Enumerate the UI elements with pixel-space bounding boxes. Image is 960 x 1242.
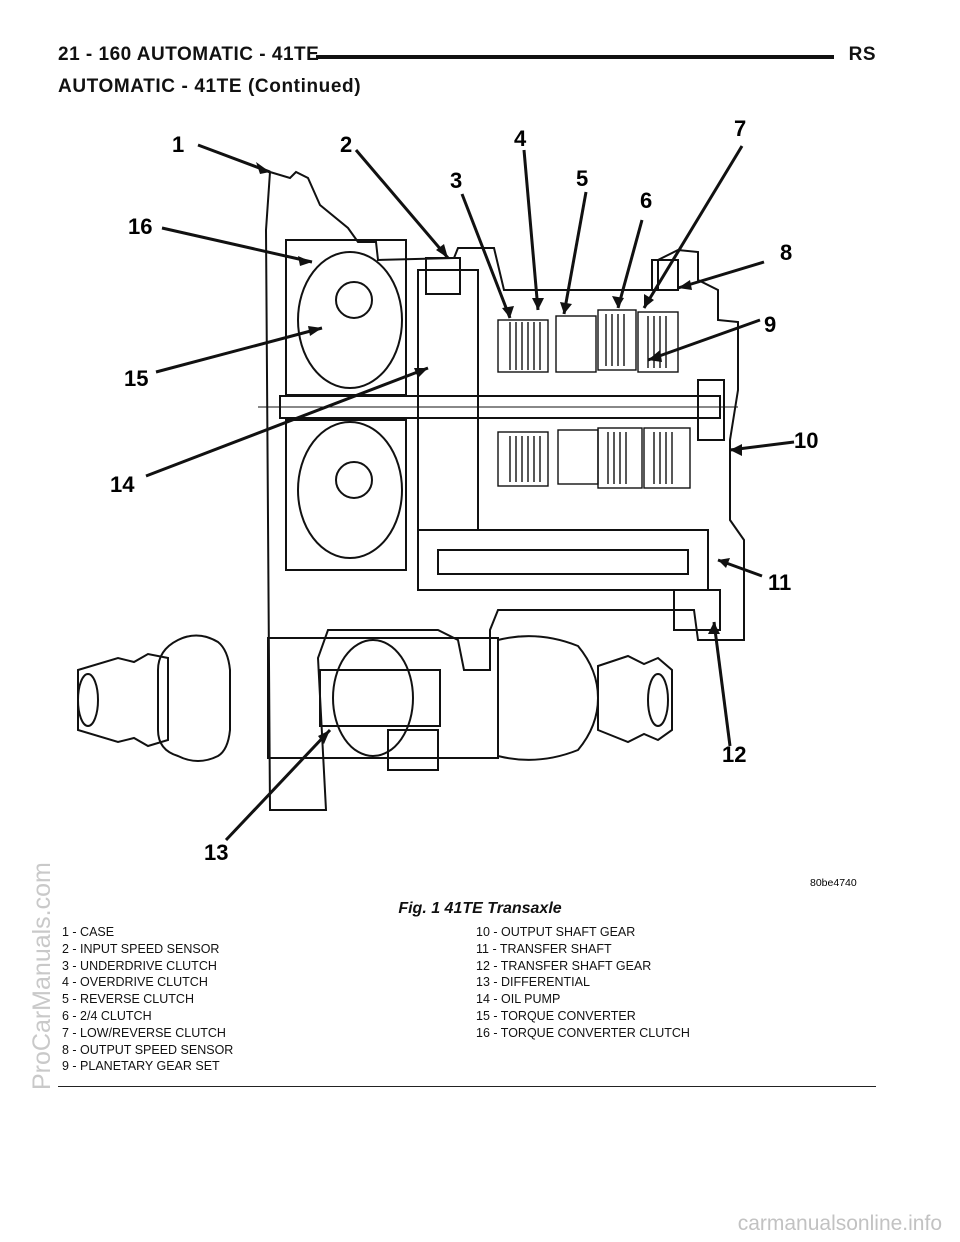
legend-item: 15 - TORQUE CONVERTER bbox=[476, 1008, 636, 1023]
callout-14: 14 bbox=[110, 472, 135, 497]
page-number-section: 21 - 160 AUTOMATIC - 41TE bbox=[58, 44, 320, 65]
callout-16: 16 bbox=[128, 214, 152, 239]
callout-2: 2 bbox=[340, 132, 352, 157]
callout-4: 4 bbox=[514, 126, 527, 151]
callout-15: 15 bbox=[124, 366, 148, 391]
legend-column-left: 1 - CASE 2 - INPUT SPEED SENSOR 3 - UNDE… bbox=[62, 924, 233, 1075]
footer-site-watermark: carmanualsonline.info bbox=[737, 1212, 942, 1235]
callout-7: 7 bbox=[734, 116, 746, 141]
callout-13: 13 bbox=[204, 840, 228, 865]
watermark: ProCarManuals.com bbox=[28, 862, 56, 1090]
legend-item: 7 - LOW/REVERSE CLUTCH bbox=[62, 1025, 226, 1040]
legend-item: 12 - TRANSFER SHAFT GEAR bbox=[476, 958, 652, 973]
model-code: RS bbox=[848, 44, 876, 65]
callout-9: 9 bbox=[764, 312, 776, 337]
callout-1: 1 bbox=[172, 132, 184, 157]
legend-item: 2 - INPUT SPEED SENSOR bbox=[62, 941, 220, 956]
callout-11: 11 bbox=[768, 570, 791, 595]
legend-item: 13 - DIFFERENTIAL bbox=[476, 975, 590, 990]
header-rule bbox=[316, 55, 834, 59]
callout-10: 10 bbox=[794, 428, 818, 453]
legend-item: 14 - OIL PUMP bbox=[476, 992, 561, 1007]
legend-column-right: 10 - OUTPUT SHAFT GEAR 11 - TRANSFER SHA… bbox=[476, 924, 690, 1042]
legend-item: 3 - UNDERDRIVE CLUTCH bbox=[62, 958, 217, 973]
legend-item: 11 - TRANSFER SHAFT bbox=[476, 941, 612, 956]
bottom-rule bbox=[58, 1086, 876, 1087]
callout-3: 3 bbox=[450, 168, 462, 193]
transaxle-cutaway-drawing: 1 2 3 4 5 6 7 8 9 10 11 12 13 14 15 16 8… bbox=[77, 116, 857, 889]
legend-item: 6 - 2/4 CLUTCH bbox=[62, 1008, 152, 1023]
legend-item: 9 - PLANETARY GEAR SET bbox=[62, 1059, 220, 1074]
legend-item: 4 - OVERDRIVE CLUTCH bbox=[62, 975, 208, 990]
callout-8: 8 bbox=[780, 240, 792, 265]
figure-id: 80be4740 bbox=[810, 877, 857, 889]
legend-item: 16 - TORQUE CONVERTER CLUTCH bbox=[476, 1025, 690, 1040]
callout-12: 12 bbox=[722, 742, 746, 767]
callout-5: 5 bbox=[576, 166, 588, 191]
section-subtitle: AUTOMATIC - 41TE (Continued) bbox=[58, 76, 362, 97]
figure-caption: Fig. 1 41TE Transaxle bbox=[398, 900, 562, 917]
legend-item: 5 - REVERSE CLUTCH bbox=[62, 992, 194, 1007]
legend-item: 1 - CASE bbox=[62, 925, 115, 939]
callout-6: 6 bbox=[640, 188, 652, 213]
transaxle-figure: 1 2 3 4 5 6 7 8 9 10 11 12 13 14 15 16 8… bbox=[58, 110, 878, 890]
legend-item: 10 - OUTPUT SHAFT GEAR bbox=[476, 925, 636, 939]
legend-item: 8 - OUTPUT SPEED SENSOR bbox=[62, 1042, 234, 1057]
page-header: 21 - 160 AUTOMATIC - 41TE RS bbox=[58, 44, 876, 72]
